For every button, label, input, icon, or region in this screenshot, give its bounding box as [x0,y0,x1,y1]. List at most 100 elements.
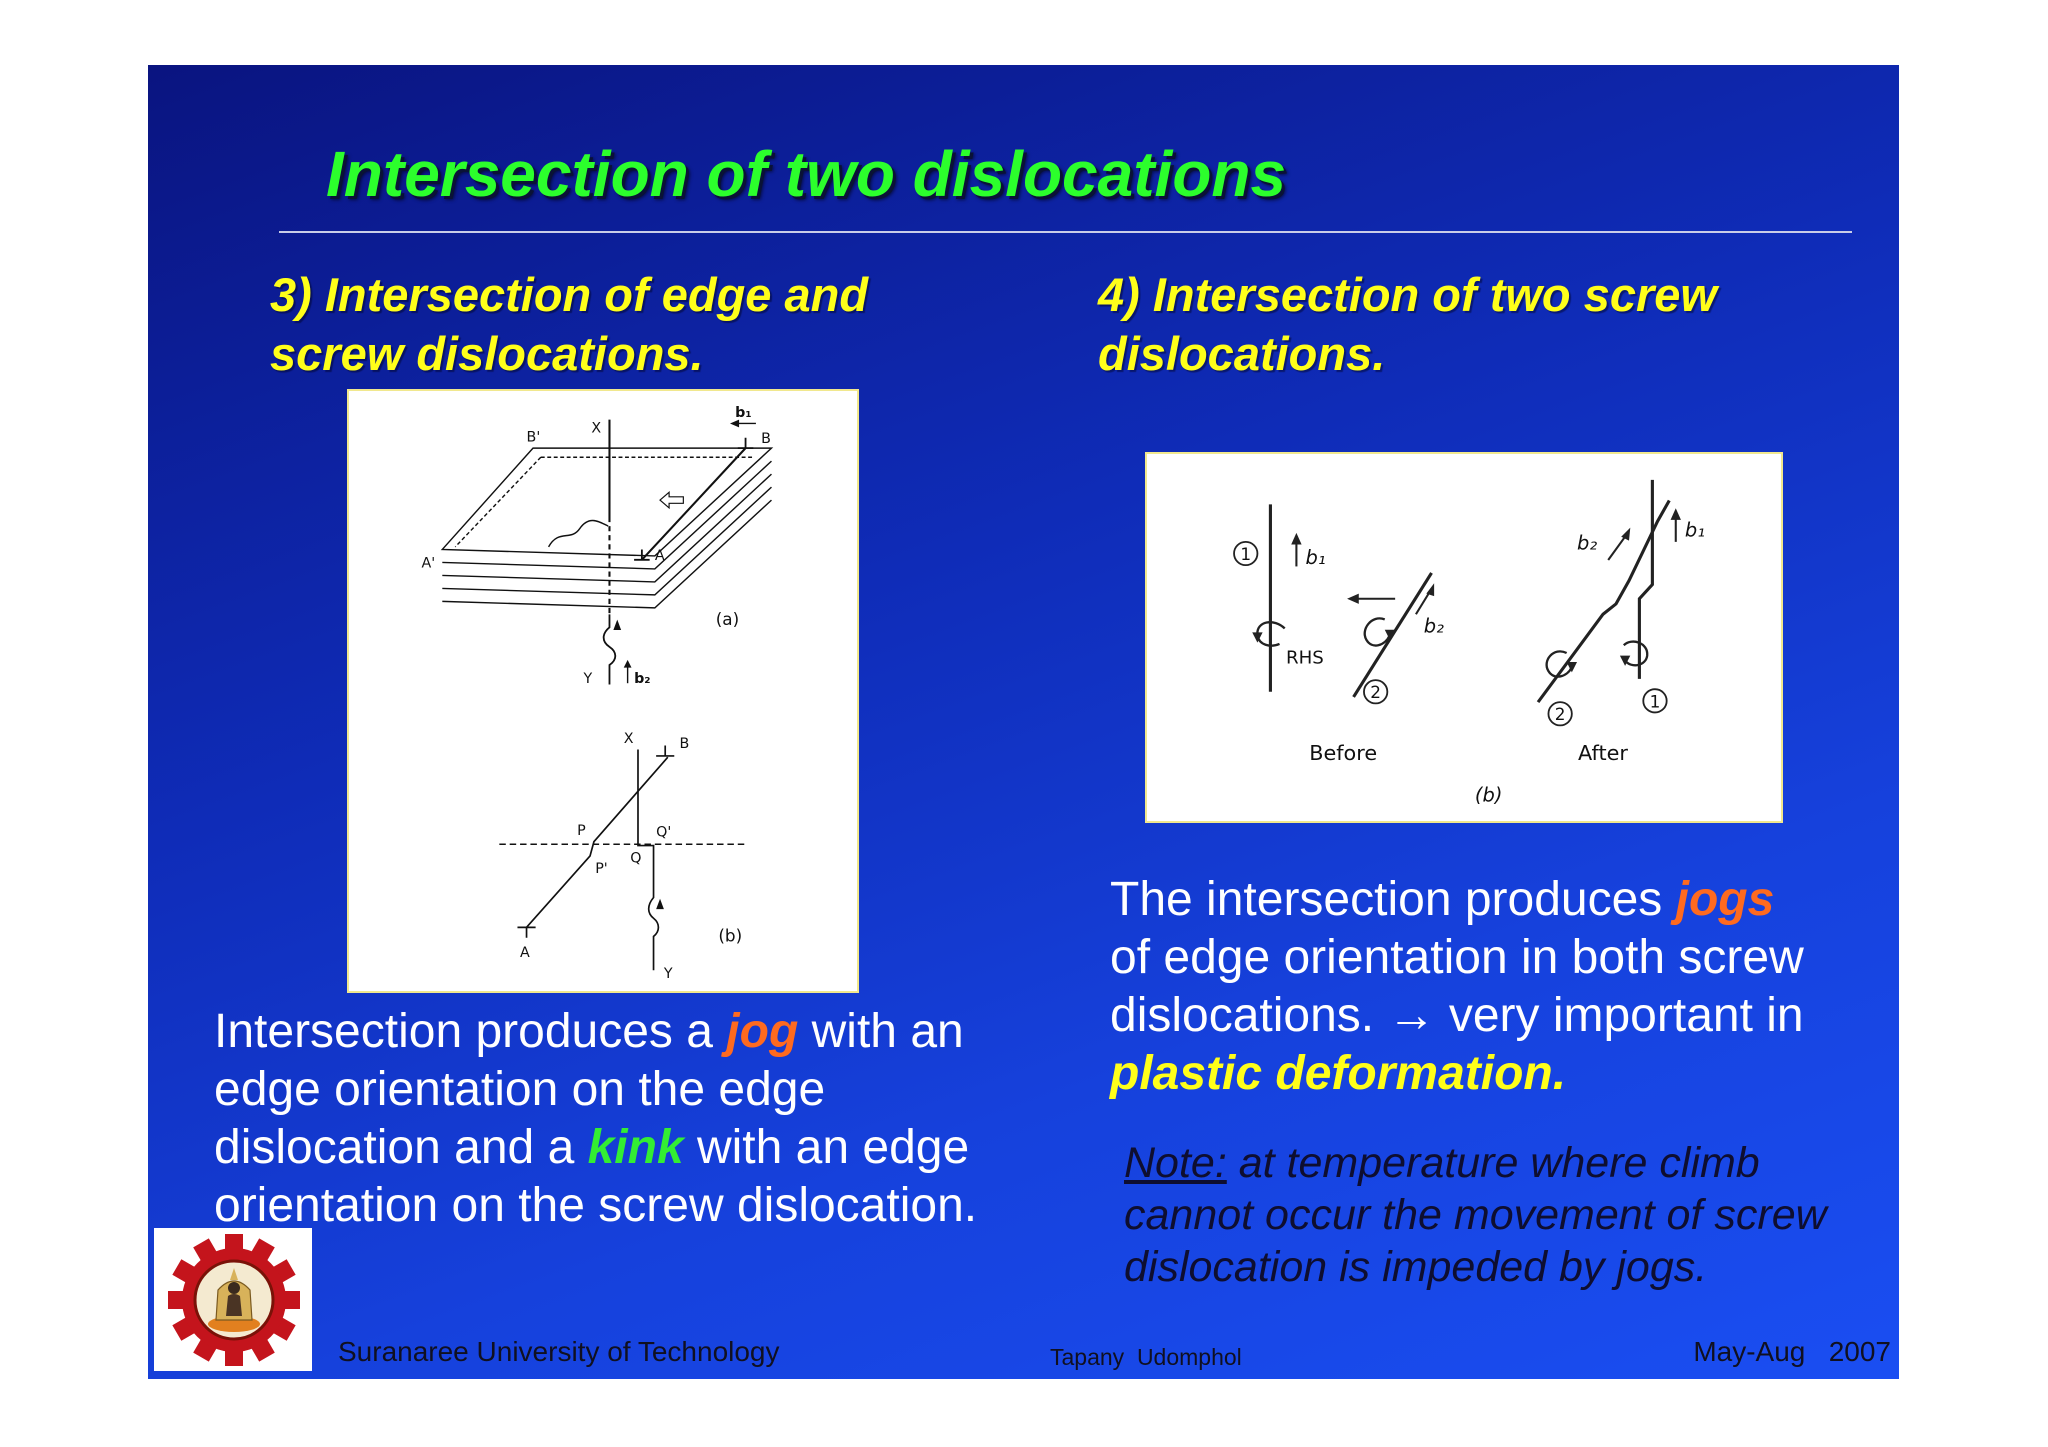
emblem-spire [230,1268,238,1280]
text-segment: The intersection produces [1110,873,1676,926]
after-caption: After [1578,741,1628,765]
label-a-b: A [520,945,530,961]
slide-title: Intersection of two dislocations [326,138,1287,210]
edge-dislocation-ab [641,447,747,561]
left-heading-line-2: screw dislocations. [270,327,704,380]
left-explanation: Intersection produces a jog with an edge… [214,1003,977,1235]
screw-screw-diagram: 1 b₁ RHS b₂ 2 Before [1233,479,1705,807]
edge-symbol-b2-icon [656,745,675,757]
label-y: Y [583,671,593,687]
rotation-arrow-2-after-icon [1545,650,1573,678]
b1-arrowhead-after-icon [1670,508,1681,520]
note-line-1: Note: at temperature where climb [1124,1137,1827,1189]
note-label: Note: [1124,1139,1227,1187]
slipped-region-dashed-edge [454,456,754,548]
text-segment: dislocation and a [214,1121,588,1174]
rotation-arrowhead-1-after-icon [1619,655,1631,666]
label-b: B [761,431,771,447]
label-b2-after: b₂ [1577,532,1597,555]
label-b1: b₁ [735,405,751,421]
dislocation-2-marker [1363,679,1389,705]
edge-symbol-b-icon [737,437,754,450]
kink-highlight: kink [587,1121,684,1174]
label-b1-before: b₁ [1306,546,1326,569]
label-b2: b₂ [634,671,650,687]
left-explanation-line-2: edge orientation on the edge [214,1063,826,1116]
label-p-prime: P' [595,861,608,877]
right-explanation: The intersection produces jogs of edge o… [1110,871,1804,1103]
note-line-3: dislocation is impeded by jogs. [1124,1243,1708,1291]
left-heading-line-1: 3) Intersection of edge and [270,268,869,321]
panel-b [499,745,746,971]
emblem-figure-head [228,1282,240,1294]
note-block: Note: at temperature where climb cannot … [1124,1137,1827,1293]
panel-b-labels: X B P Q' P' Q A (b) Y [520,731,742,982]
label-q: Q [630,850,641,866]
edge-screw-diagram: B' X b₁ B A' A (a) Y b₂ X B P [422,405,774,982]
edge-symbol-a2-icon [517,926,536,938]
text-segment: at temperature where climb [1226,1139,1760,1187]
before-caption: Before [1309,741,1377,765]
left-explanation-line-1: Intersection produces a jog with an [214,1003,977,1061]
jog-highlight: jog [726,1005,799,1058]
after-state [1536,479,1681,727]
footer-term: May-Aug 2007 [1693,1336,1891,1367]
right-explanation-line-1: The intersection produces jogs [1110,871,1804,929]
rotation-arrow-2-before-icon [1363,617,1392,647]
screw-dislocation-2-after-jogged [1536,499,1671,704]
before-state [1233,504,1435,705]
screw-direction-arrow-b-icon [656,898,664,910]
panel-a-caption: (a) [716,609,739,629]
rotation-arrow-1-after-icon [1622,640,1649,667]
screw-dislocation-with-kink [637,749,660,971]
label-x-b: X [624,731,634,747]
slip-plane-top [440,447,774,557]
text-segment: with an [798,1005,964,1058]
rotation-arrowhead-2-after-icon [1566,662,1578,673]
label-q-prime: Q' [656,824,671,840]
footer-author: Tapany Udomphol [1050,1344,1242,1370]
jogs-highlight: jogs [1675,873,1775,926]
slip-plane-5 [442,499,772,609]
footer-institution: Suranaree University of Technology [338,1336,780,1367]
circle-2-number: 2 [1370,682,1381,702]
dislocation-1-after-marker [1642,688,1668,714]
rotation-arrowhead-1-before-icon [1252,632,1263,643]
label-y-b: Y [663,966,673,982]
before-labels: 1 b₁ RHS b₂ 2 Before [1240,544,1444,765]
edge-symbol-a-icon [634,549,650,561]
label-a: A [655,548,665,564]
label-p: P [577,823,586,839]
panel-a [440,419,774,685]
note-line-2: cannot occur the movement of screw [1124,1191,1827,1239]
label-b2-before: b₂ [1424,614,1444,637]
b2-arrowhead-before-icon [1426,583,1435,597]
label-b-b: B [679,736,689,752]
circle-1-after-number: 1 [1650,691,1661,711]
dislocation-2-after-marker [1547,701,1573,727]
panel-a-labels: B' X b₁ B A' A (a) Y b₂ [422,405,771,687]
circle-1-number: 1 [1240,544,1251,564]
text-segment: Intersection produces a [214,1005,727,1058]
b2-arrowhead-after-icon [1621,527,1631,541]
label-rhs: RHS [1286,647,1324,668]
screw-direction-arrow-icon [613,619,622,630]
plastic-deformation-highlight: plastic deformation. [1110,1047,1567,1100]
after-labels: b₂ b₁ 2 1 After (b) [1475,519,1705,807]
screw-dislocation-xy-lower [602,614,617,685]
figure-caption: (b) [1475,784,1503,807]
left-explanation-line-3: dislocation and a kink with an edge [214,1119,977,1177]
rotation-arrowhead-2-before-icon [1384,629,1396,641]
screw-screw-intersection-figure: 1 b₁ RHS b₂ 2 Before [1145,452,1783,823]
circle-2-after-number: 2 [1555,704,1566,724]
slip-plane-4 [442,486,772,596]
right-explanation-line-3: dislocations. → very important in [1110,989,1804,1042]
panel-b-caption: (b) [718,926,742,946]
edge-dislocation-with-jog [525,756,669,928]
burgers-b2-arrowhead-icon [623,659,632,668]
slip-boundary-wave [547,519,609,548]
university-gear-emblem-icon [168,1234,300,1366]
left-section-heading: 3) Intersection of edge and screw disloc… [270,265,868,383]
slip-plane-2 [442,460,772,570]
label-b1-after: b₁ [1685,519,1705,542]
